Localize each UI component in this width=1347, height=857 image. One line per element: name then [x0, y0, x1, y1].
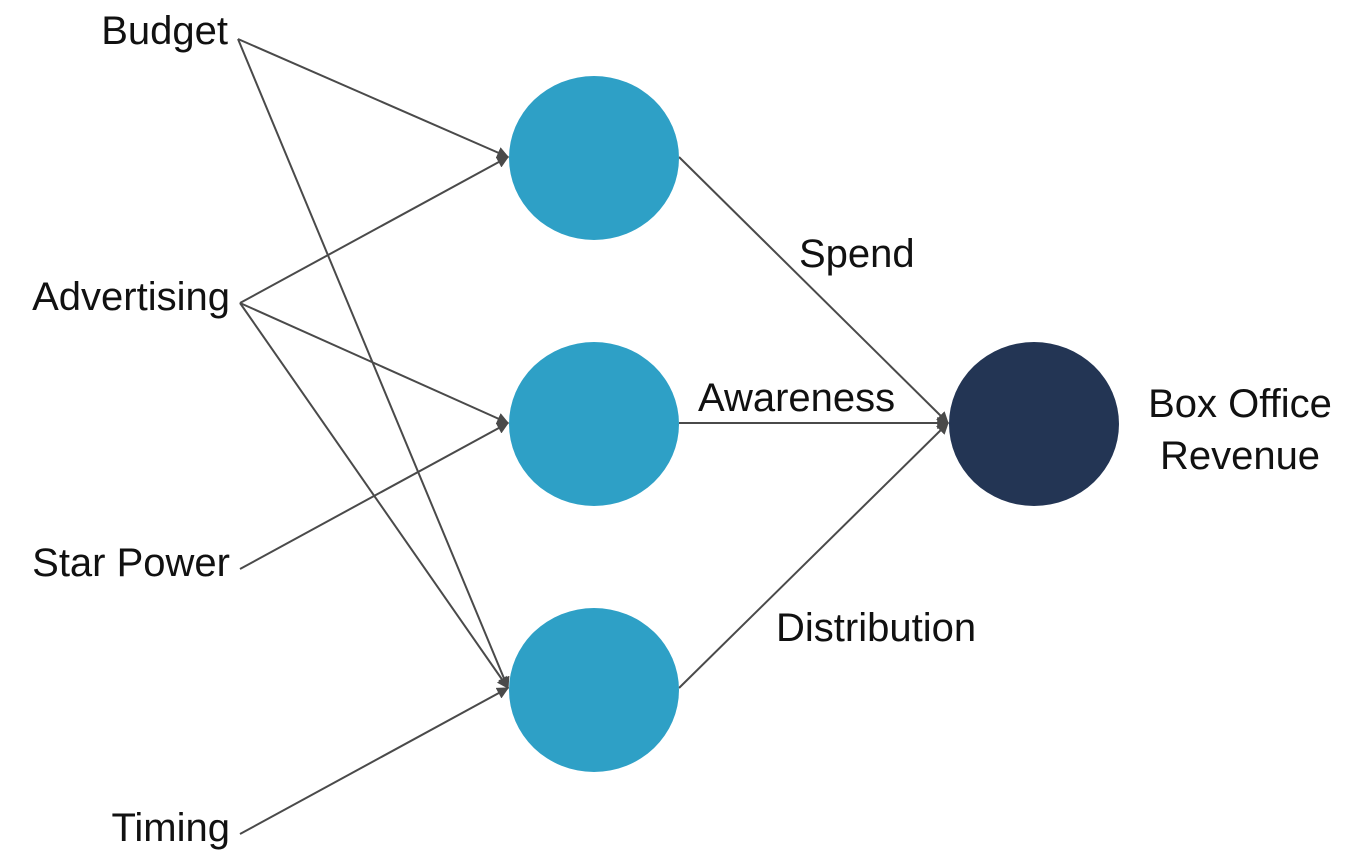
edge-labels: Spend Awareness Distribution — [698, 232, 976, 650]
edge-hidden-3-output — [678, 422, 949, 689]
output-edges — [678, 156, 950, 689]
output-label: Box Office Revenue — [1148, 382, 1332, 478]
edge-label-awareness: Awareness — [698, 376, 895, 420]
hidden-node-1 — [509, 76, 679, 240]
edge-star-power-hidden-2 — [239, 422, 510, 570]
input-labels: Budget Advertising Star Power Timing — [32, 9, 230, 850]
output-label-line-1: Box Office — [1148, 382, 1332, 426]
input-label-timing: Timing — [111, 806, 230, 850]
output-node — [949, 342, 1119, 506]
hidden-node-2 — [509, 342, 679, 506]
edge-timing-hidden-3 — [239, 687, 510, 835]
output-label-line-2: Revenue — [1160, 434, 1320, 478]
edge-advertising-hidden-2 — [239, 302, 510, 425]
edge-label-distribution: Distribution — [776, 606, 976, 650]
hidden-layer — [509, 76, 679, 772]
edge-hidden-1-output — [678, 156, 949, 424]
input-label-budget: Budget — [101, 9, 228, 53]
hidden-node-3 — [509, 608, 679, 772]
edge-advertising-hidden-1 — [239, 156, 510, 304]
edge-label-spend: Spend — [799, 232, 915, 276]
input-edges — [237, 38, 510, 835]
edge-budget-hidden-1 — [237, 38, 510, 159]
input-label-star-power: Star Power — [32, 541, 230, 585]
input-label-advertising: Advertising — [32, 275, 230, 319]
